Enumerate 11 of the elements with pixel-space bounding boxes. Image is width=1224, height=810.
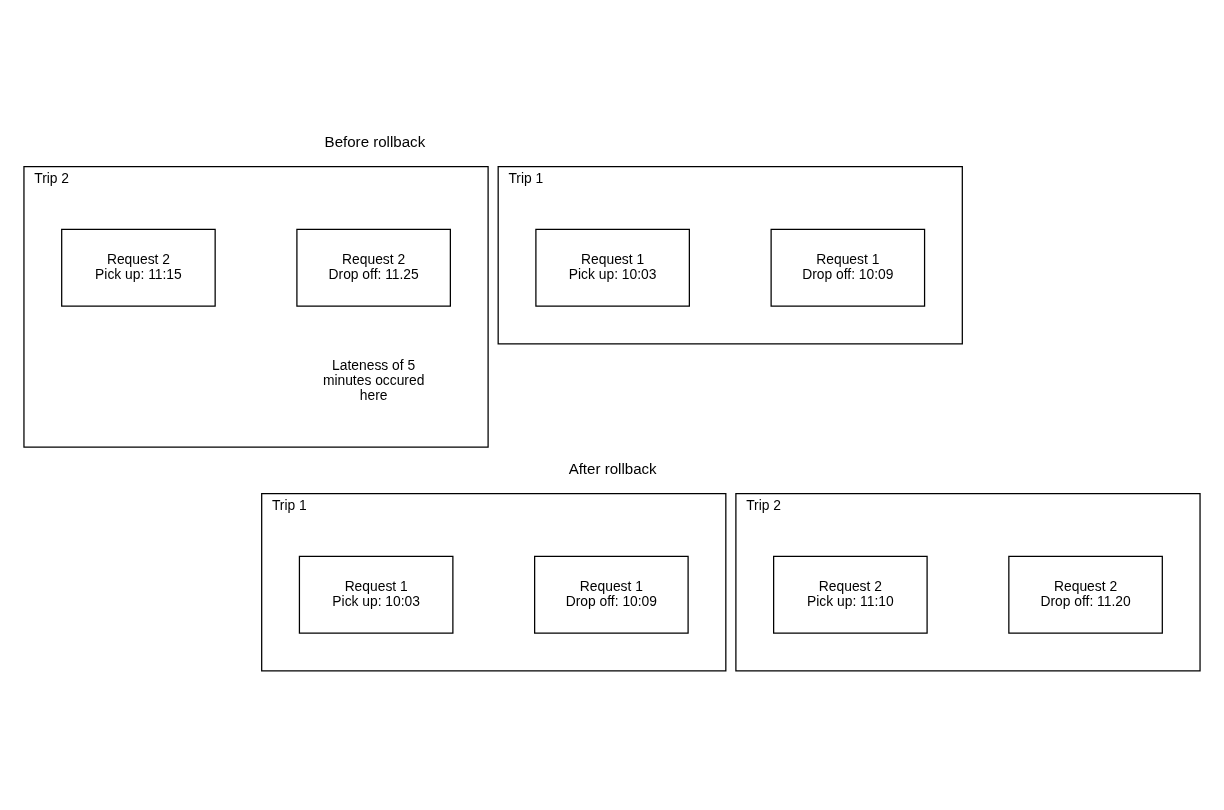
node-box: Request 2 Drop off: 11.20 [1008,555,1163,634]
label: Before rollback [324,132,426,150]
node-box: Request 1 Drop off: 10:09 [770,228,926,307]
node-box: Request 1 Pick up: 10:03 [535,228,690,307]
node-box: Request 2 Pick up: 11:15 [61,228,216,307]
label: After rollback [568,459,657,477]
node-box: Request 2 Pick up: 11:10 [773,555,928,634]
node-label: Lateness of 5 minutes occured here [322,356,425,403]
node-box: Request 1 Drop off: 10:09 [534,555,689,634]
node-box: Request 2 Drop off: 11.25 [296,228,451,307]
node-box: Request 1 Pick up: 10:03 [298,555,454,634]
